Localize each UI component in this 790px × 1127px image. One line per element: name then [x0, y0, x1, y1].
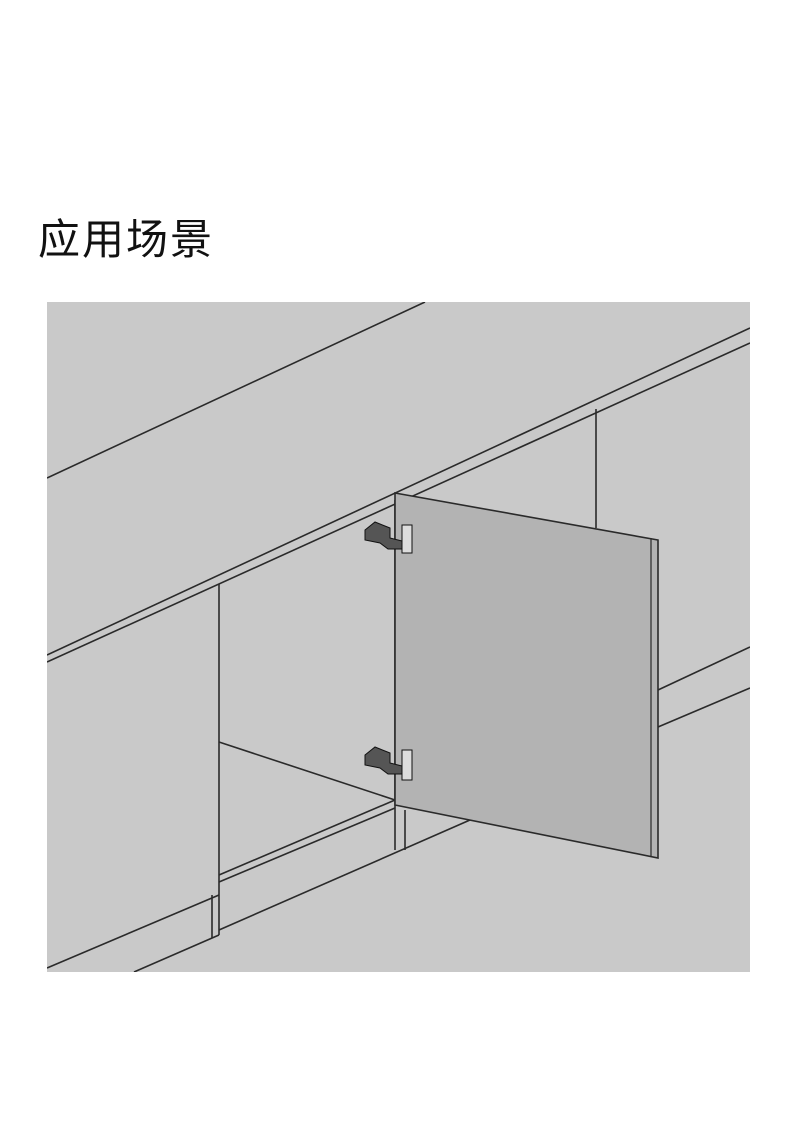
inner-floor-front [218, 799, 396, 876]
top-back-edge [47, 302, 426, 479]
right-cabinet-bottom [657, 646, 750, 691]
hinge-icon-top [364, 521, 413, 554]
cabinet-door [394, 492, 659, 859]
top-front-edge [47, 327, 750, 656]
right-plinth [657, 687, 750, 728]
section-title: 应用场景 [38, 215, 215, 264]
plinth-left-bottom [133, 934, 220, 972]
plinth-left [47, 894, 220, 969]
hinge-icon-bottom [364, 746, 413, 781]
plinth-middle [218, 819, 471, 931]
inner-floor-back [218, 741, 396, 801]
inner-floor-front-lower [218, 807, 396, 883]
